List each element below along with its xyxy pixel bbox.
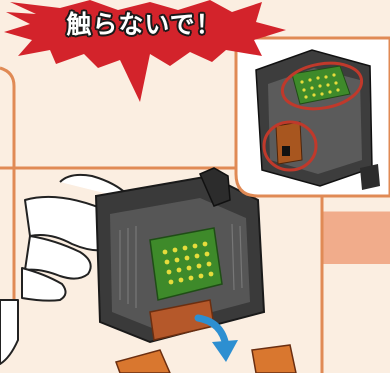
warning-burst [4,0,286,102]
right-color-block [322,212,390,264]
warning-label: 触らないで！ [66,10,222,39]
lower-contacts-highlight-circle [262,120,318,172]
contacts-highlight-circle [280,61,364,111]
print-head-illustration [94,167,297,373]
arrow-down-icon [194,314,238,362]
inset-panel [234,36,390,198]
